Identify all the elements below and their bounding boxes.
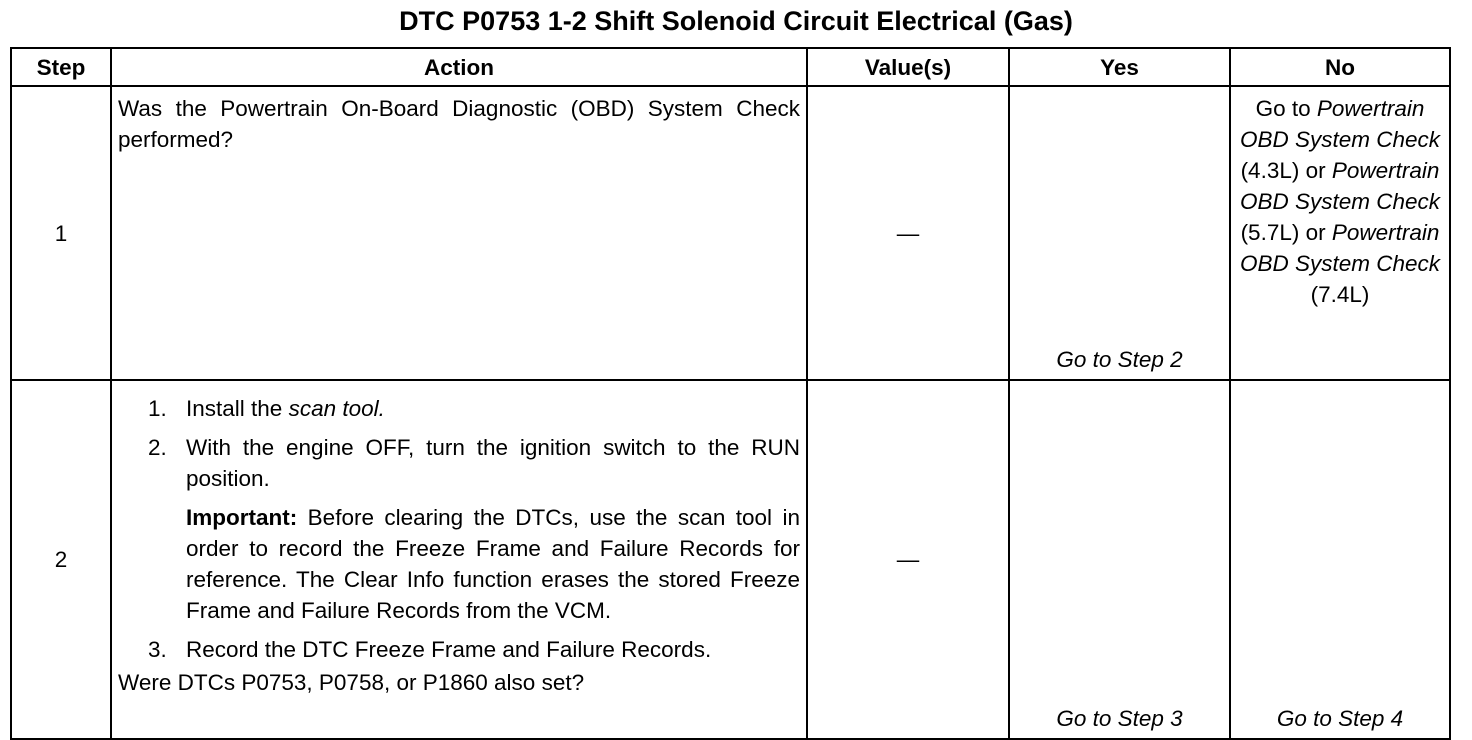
no-link-7-4l[interactable]: Powertrain OBD System Check [1239, 220, 1441, 276]
step-item-number: 2. [148, 435, 167, 460]
action-cell: 1. Install the scan tool. 2. With the en… [110, 379, 808, 740]
no-cell: Go to Step 4 [1229, 379, 1451, 740]
action-steps-list: 3. Record the DTC Freeze Frame and Failu… [118, 634, 800, 665]
step-number: 2 [10, 379, 112, 740]
no-suffix-4-3l: (4.3L) or [1240, 158, 1326, 183]
action-cell: Was the Powertrain On-Board Diagnostic (… [110, 85, 808, 381]
header-step: Step [10, 47, 112, 87]
important-text: Before clearing the DTCs, use the scan t… [186, 505, 800, 623]
step-item-italic: scan tool. [288, 396, 385, 421]
step-item-number: 1. [148, 396, 167, 421]
action-step-item: 3. Record the DTC Freeze Frame and Failu… [118, 634, 800, 665]
yes-cell: Go to Step 3 [1008, 379, 1231, 740]
action-question: Were DTCs P0753, P0758, or P1860 also se… [118, 670, 585, 695]
header-no: No [1229, 47, 1451, 87]
header-row: Step Action Value(s) Yes No [10, 47, 1451, 87]
action-step-item: 1. Install the scan tool. [118, 393, 800, 424]
step-number: 1 [10, 85, 112, 381]
no-link-4-3l[interactable]: Powertrain OBD System Check [1239, 96, 1441, 152]
step-item-text: Record the DTC Freeze Frame and Failure … [186, 637, 712, 662]
action-steps-list: 1. Install the scan tool. 2. With the en… [118, 393, 800, 494]
action-step-item: 2. With the engine OFF, turn the ignitio… [118, 432, 800, 494]
step-item-number: 3. [148, 637, 167, 662]
action-question: Was the Powertrain On-Board Diagnostic (… [118, 96, 800, 152]
page-title: DTC P0753 1-2 Shift Solenoid Circuit Ele… [399, 6, 1073, 36]
header-values: Value(s) [806, 47, 1010, 87]
header-yes: Yes [1008, 47, 1231, 87]
no-suffix-5-7l: (5.7L) or [1240, 220, 1326, 245]
no-suffix-7-4l: (7.4L) [1310, 282, 1370, 307]
no-prefix: Go to [1255, 96, 1311, 121]
important-note: Important: Before clearing the DTCs, use… [118, 502, 800, 626]
diagnostic-table: Step Action Value(s) Yes No 1 Was the Po… [10, 47, 1451, 740]
header-action: Action [110, 47, 808, 87]
no-link-5-7l[interactable]: Powertrain OBD System Check [1239, 158, 1441, 214]
step-item-text: With the engine OFF, turn the ignition s… [186, 435, 800, 491]
table-row: 1 Was the Powertrain On-Board Diagnostic… [10, 85, 1451, 381]
step-item-text: Install the [186, 396, 283, 421]
important-label: Important: [186, 505, 298, 530]
no-cell: Go to Powertrain OBD System Check (4.3L)… [1229, 85, 1451, 381]
table-row: 2 1. Install the scan tool. 2. With the … [10, 379, 1451, 740]
value-cell: — [806, 379, 1010, 740]
yes-cell: Go to Step 2 [1008, 85, 1231, 381]
value-cell: — [806, 85, 1010, 381]
